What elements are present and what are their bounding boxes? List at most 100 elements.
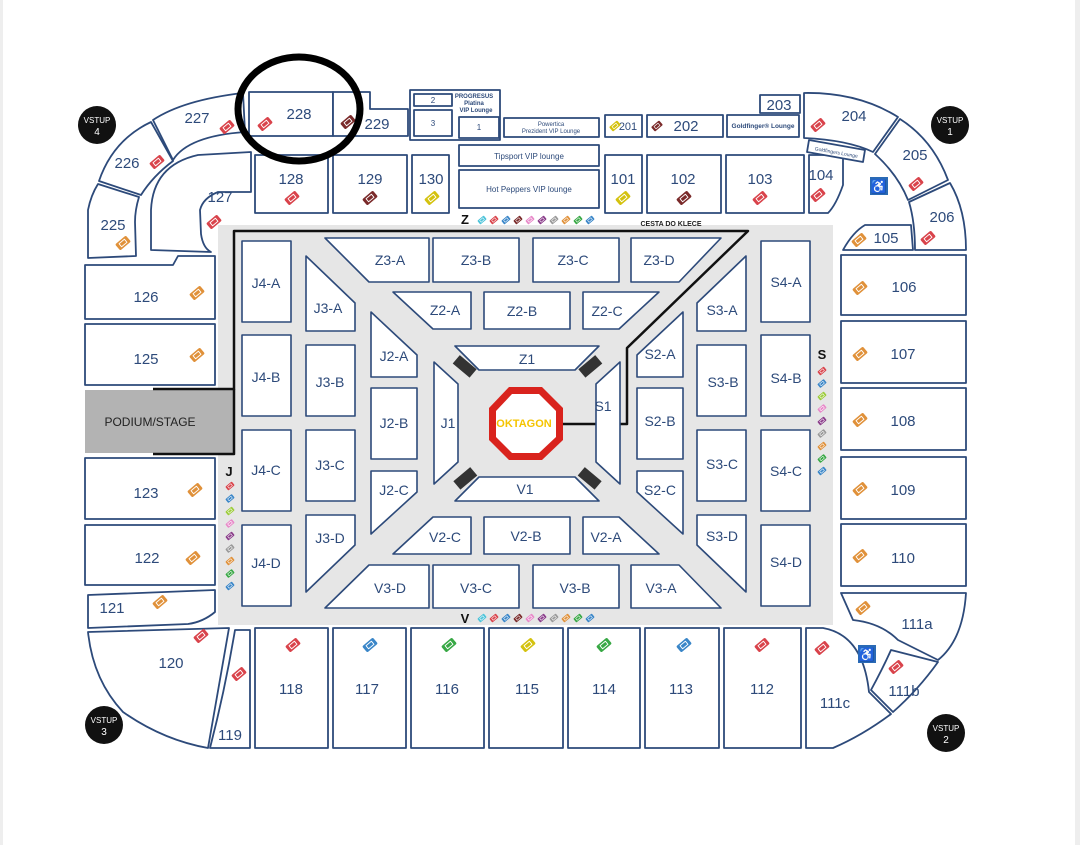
wheelchair-glyph: ♿: [871, 179, 887, 194]
section-v3c[interactable]: [432, 564, 520, 609]
label-114: 114: [592, 681, 616, 698]
floor-letters: Z S J V: [225, 212, 826, 626]
label-228: 228: [286, 106, 311, 123]
section-119[interactable]: [209, 629, 251, 749]
gate-vstup-1[interactable]: VSTUP 1: [931, 106, 969, 144]
section-204[interactable]: [803, 92, 899, 153]
section-126[interactable]: [84, 255, 216, 320]
ticket-icon: [561, 215, 571, 225]
goldfinger-lounge-2[interactable]: [806, 139, 866, 163]
section-201[interactable]: [604, 114, 643, 138]
section-s3c[interactable]: [696, 429, 747, 502]
section-j3a[interactable]: [305, 255, 356, 332]
section-203[interactable]: [759, 94, 801, 114]
section-127[interactable]: [150, 151, 252, 253]
label-121: 121: [99, 600, 124, 617]
corner-post: [453, 467, 478, 490]
section-s3b[interactable]: [696, 344, 747, 417]
section-j2a[interactable]: [370, 311, 418, 378]
section-z3d[interactable]: [630, 237, 722, 283]
section-z2c[interactable]: [582, 291, 660, 330]
ticket-icon: [585, 613, 595, 623]
label-127: 127: [207, 189, 232, 206]
label-v3d: V3-D: [374, 580, 406, 596]
ticket-icon: [676, 191, 692, 205]
section-v2b[interactable]: [483, 516, 571, 555]
box-3[interactable]: [413, 109, 453, 137]
section-v3b[interactable]: [532, 564, 620, 609]
section-z1[interactable]: [454, 345, 600, 371]
section-s2b[interactable]: [636, 387, 684, 460]
ticket-icon: [851, 233, 867, 247]
section-206[interactable]: [908, 182, 967, 251]
label-125: 125: [133, 351, 158, 368]
section-j3b[interactable]: [305, 344, 356, 417]
section-129[interactable]: [332, 154, 408, 214]
letter-j: J: [225, 464, 232, 479]
box-1[interactable]: [458, 116, 500, 139]
section-z3c[interactable]: [532, 237, 620, 283]
section-111a[interactable]: [840, 592, 967, 661]
section-j1[interactable]: [433, 361, 459, 485]
section-s2c[interactable]: [636, 470, 684, 535]
section-120[interactable]: [87, 627, 230, 749]
label-101: 101: [610, 171, 635, 188]
section-s3d[interactable]: [696, 514, 747, 593]
section-v3a[interactable]: [630, 564, 722, 609]
section-j2c[interactable]: [370, 470, 418, 535]
section-j2b[interactable]: [370, 387, 418, 460]
section-z2b[interactable]: [483, 291, 571, 330]
gate-vstup-2[interactable]: VSTUP 2: [927, 714, 965, 752]
section-111b[interactable]: [870, 649, 939, 713]
section-101[interactable]: [604, 154, 643, 214]
section-j4d[interactable]: [241, 524, 292, 607]
section-z3a[interactable]: [324, 237, 430, 283]
section-v1[interactable]: [454, 476, 600, 502]
gate-vstup-3[interactable]: VSTUP 3: [85, 706, 123, 744]
section-s2a[interactable]: [636, 311, 684, 378]
gate-vstup-4[interactable]: VSTUP 4: [78, 106, 116, 144]
section-j4c[interactable]: [241, 429, 292, 512]
section-j3d[interactable]: [305, 514, 356, 593]
section-j3c[interactable]: [305, 429, 356, 502]
section-v2c[interactable]: [392, 516, 472, 555]
section-s4b[interactable]: [760, 334, 811, 417]
section-102[interactable]: [646, 154, 722, 214]
section-202[interactable]: [646, 114, 724, 138]
section-s4c[interactable]: [760, 429, 811, 512]
ticket-icon: [537, 215, 547, 225]
gate-number: 1: [947, 127, 953, 138]
ticket-icon: [257, 117, 273, 131]
box-2[interactable]: [413, 93, 453, 107]
section-v3d[interactable]: [324, 564, 430, 609]
hotpeppers-lounge[interactable]: [458, 169, 600, 209]
section-229[interactable]: [332, 91, 409, 137]
label-s3a: S3-A: [706, 302, 738, 318]
section-103[interactable]: [725, 154, 805, 214]
section-s4a[interactable]: [760, 240, 811, 323]
label-s2a: S2-A: [644, 346, 676, 362]
section-104[interactable]: [808, 154, 844, 214]
section-z3b[interactable]: [432, 237, 520, 283]
gate-circle: [78, 106, 116, 144]
goldfinger-lounge[interactable]: [726, 114, 800, 138]
section-205[interactable]: [874, 118, 949, 201]
section-121[interactable]: [87, 589, 216, 629]
section-s3a[interactable]: [696, 255, 747, 332]
ticket-icon: [115, 236, 131, 250]
section-z2a[interactable]: [392, 291, 472, 330]
tipsport-lounge[interactable]: [458, 144, 600, 167]
section-111c[interactable]: [805, 627, 892, 749]
section-226[interactable]: [98, 121, 174, 196]
section-j4a[interactable]: [241, 240, 292, 323]
ticket-icon: [225, 481, 235, 491]
label-v2b: V2-B: [510, 528, 541, 544]
section-s1[interactable]: [595, 361, 621, 485]
label-v3c: V3-C: [460, 580, 492, 596]
label-j2c: J2-C: [379, 482, 409, 498]
section-j4b[interactable]: [241, 334, 292, 417]
powertica-lounge[interactable]: [503, 117, 600, 138]
ticket-icon: [206, 215, 222, 229]
section-s4d[interactable]: [760, 524, 811, 607]
section-v2a[interactable]: [582, 516, 660, 555]
